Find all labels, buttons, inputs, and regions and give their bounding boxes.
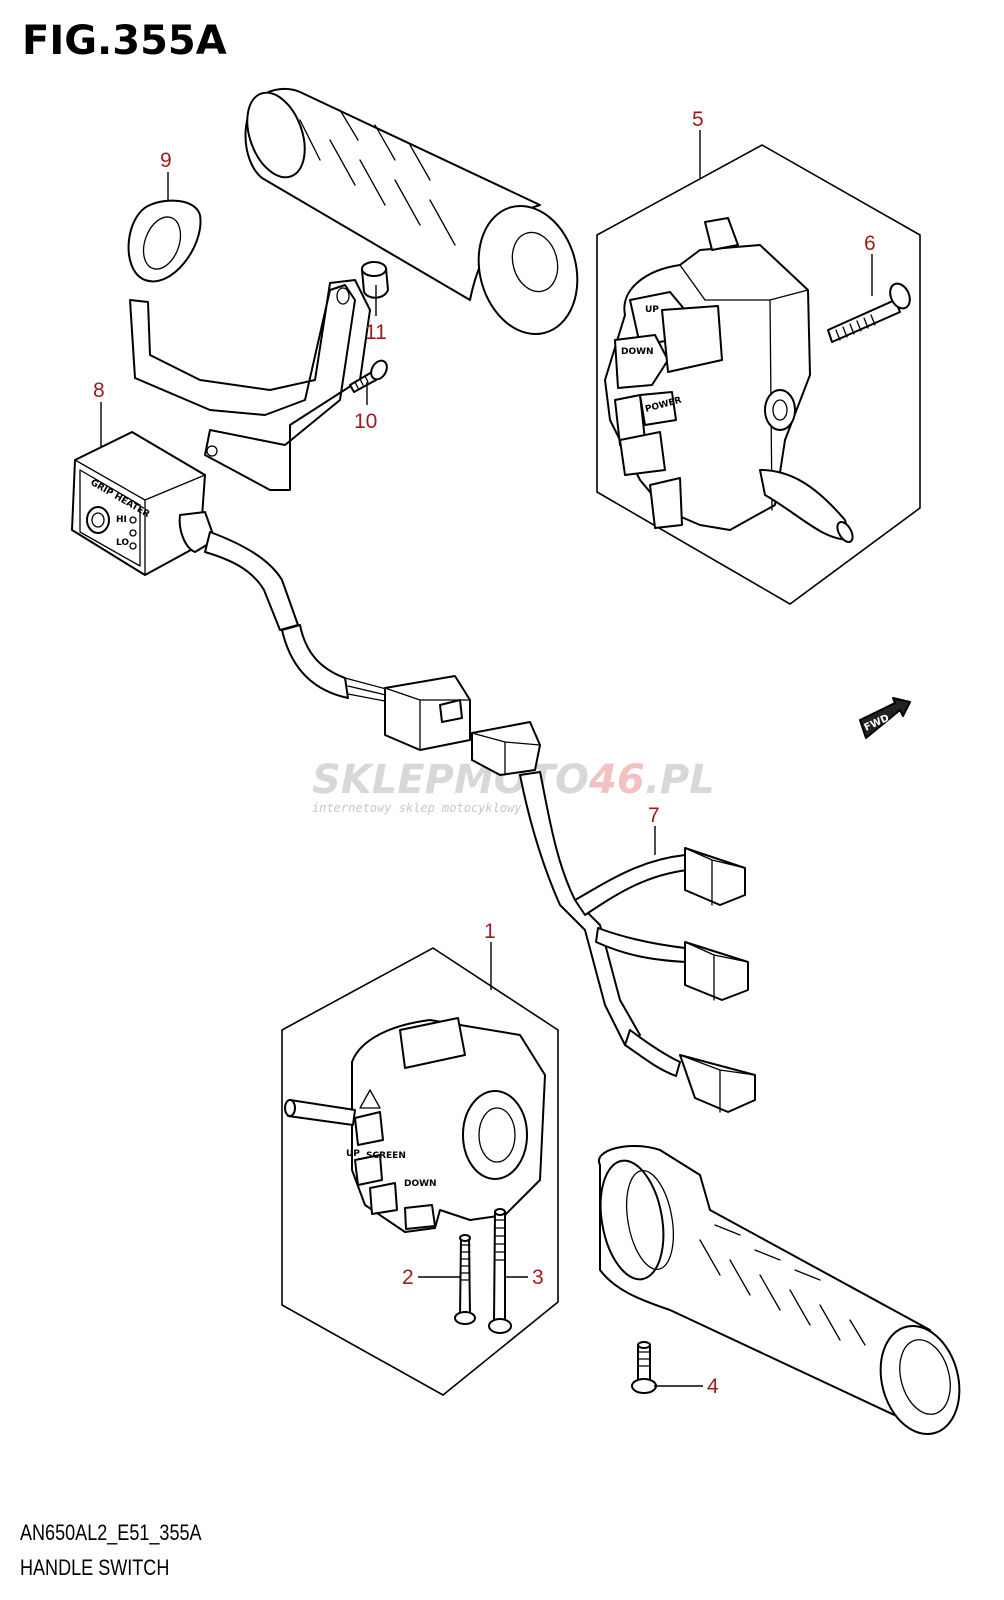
harness-7 <box>519 771 756 1113</box>
spacer-11 <box>361 261 389 299</box>
callout-1: 1 <box>484 920 496 943</box>
heated-grip-bottom <box>597 1144 961 1436</box>
callout-2: 2 <box>402 1266 414 1289</box>
watermark-tagline: internetowy sklep motocyklowy <box>312 801 522 815</box>
callout-8: 8 <box>93 379 105 402</box>
screw-6 <box>827 282 911 343</box>
harness-upper <box>204 531 541 776</box>
figure-name: HANDLE SWITCH <box>20 1555 170 1580</box>
callout-5: 5 <box>692 108 704 131</box>
watermark-brand-c: 46 <box>588 757 645 803</box>
callouts: 5 6 9 11 10 8 7 1 2 3 4 <box>93 108 876 1398</box>
callout-7: 7 <box>648 804 660 827</box>
grip-heater-switch-8: GRIP HEATER HI LO <box>71 431 216 576</box>
watermark: SKLEPMOTO46.PL internetowy sklep motocyk… <box>312 757 715 815</box>
heated-grip-top <box>244 87 579 336</box>
down-label-left: DOWN <box>404 1179 437 1189</box>
screen-label: SCREEN <box>366 1151 406 1161</box>
hi-label: HI <box>116 515 127 525</box>
figure-title: FIG.355A <box>22 18 227 64</box>
callout-4: 4 <box>707 1375 719 1398</box>
screw-10 <box>349 359 388 393</box>
callout-10: 10 <box>354 410 377 433</box>
callout-9: 9 <box>160 149 172 172</box>
bracket-9 <box>127 199 371 491</box>
lo-label: LO <box>116 538 129 548</box>
screw-4 <box>631 1341 657 1394</box>
svg-text:SKLEPMOTO46.PL: SKLEPMOTO46.PL <box>312 757 715 803</box>
figure-code: AN650AL2_E51_355A <box>20 1520 202 1545</box>
watermark-brand-d: .PL <box>645 757 715 803</box>
watermark-brand-a: SKLEP <box>312 757 454 803</box>
left-handle-switch-1: SCREEN DOWN UP <box>281 947 559 1396</box>
screw-3 <box>488 1208 512 1334</box>
callout-11: 11 <box>365 321 387 344</box>
callout-3: 3 <box>532 1266 544 1289</box>
up-label-left: UP <box>346 1149 360 1159</box>
up-label: UP <box>645 305 659 315</box>
screw-2 <box>454 1234 476 1325</box>
callout-6: 6 <box>864 232 876 255</box>
fwd-arrow: FWD <box>859 697 911 739</box>
down-label-right: DOWN <box>621 347 654 357</box>
right-handle-switch-5: UP DOWN POWER <box>596 144 921 605</box>
